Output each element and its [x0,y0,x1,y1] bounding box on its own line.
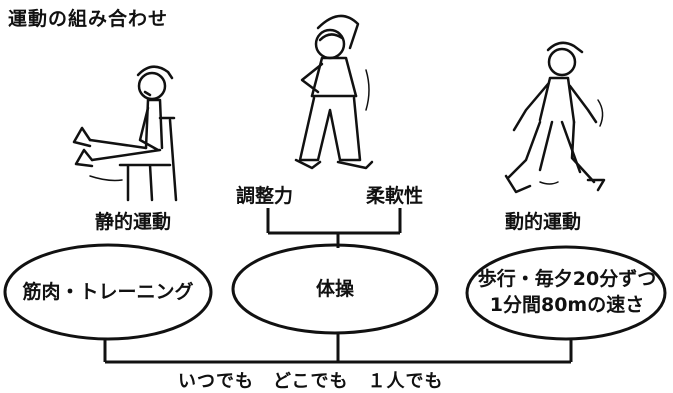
oval-center-text: 体操 [315,278,354,300]
top-bracket [266,208,402,248]
coordination-label: 調整力 [236,185,294,207]
diagram-title: 運動の組み合わせ [8,8,169,30]
flexibility-label: 柔軟性 [366,185,424,207]
stretching-figure [294,14,374,170]
dynamic-exercise-label: 動的運動 [505,211,582,233]
footer-caption: いつでも どこでも １人でも [178,371,444,392]
oval-right-text-line2: 1分間80mの速さ [489,294,645,316]
walking-figure [504,41,606,194]
oval-left-text: 筋肉・トレーニング [22,281,194,303]
oval-right-text-line1: 歩行・毎夕20分ずつ [477,268,657,290]
bottom-bracket [103,333,573,364]
static-exercise-label: 静的運動 [95,211,172,233]
oval-right [465,245,667,341]
oval-center [231,243,439,335]
seated-exercise-figure [72,65,178,202]
oval-left [3,243,213,341]
